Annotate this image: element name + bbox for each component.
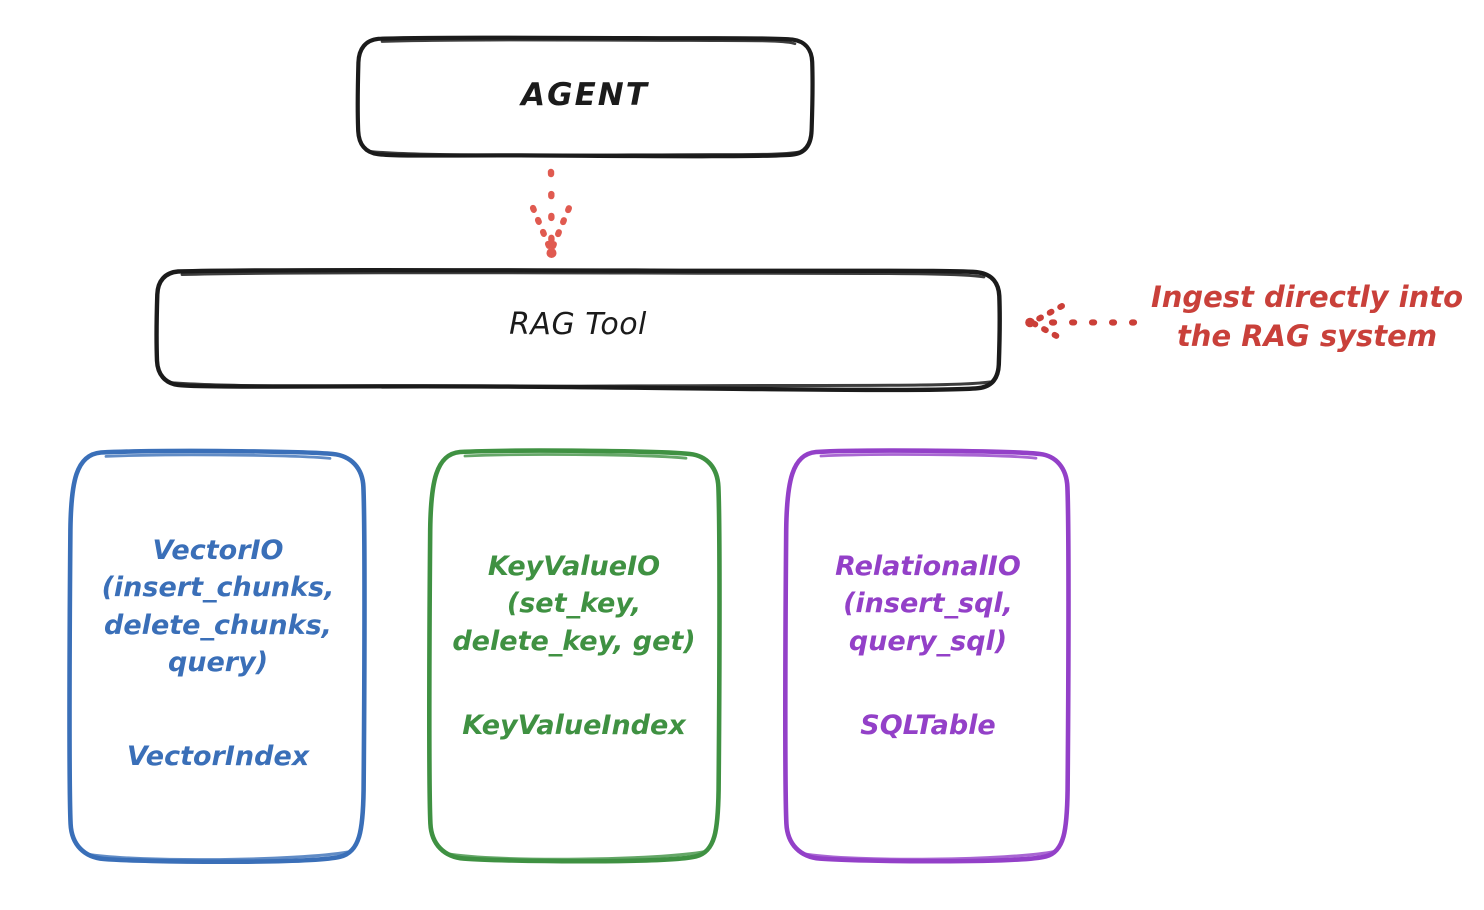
agent-node[interactable] — [355, 35, 815, 159]
agent-ragtool-arrowhead — [529, 204, 573, 260]
key-value-io-box-outline — [427, 448, 722, 864]
agent-ragtool-dotted-line — [547, 168, 555, 254]
relational-io-node[interactable] — [783, 448, 1071, 864]
edge-agent-to-ragtool — [529, 168, 573, 260]
ingest-arrowhead — [1025, 303, 1065, 342]
key-value-io-box-sketch-overstroke-bottom — [444, 850, 707, 861]
agent-box-outline — [355, 35, 815, 159]
rag-tool-box-outline — [154, 267, 1002, 393]
vector-io-box-outline — [67, 448, 367, 865]
vector-io-box-sketch-overstroke — [104, 453, 332, 460]
key-value-io-box-sketch-overstroke — [463, 453, 688, 460]
edge-ingest-to-ragtool — [1025, 303, 1138, 342]
ingest-arrow-tip — [1025, 317, 1035, 328]
rag-tool-box-sketch-overstroke-bottom — [168, 380, 992, 389]
vector-io-box-sketch-overstroke-bottom — [84, 850, 350, 862]
rag-tool-box-sketch-overstroke-top — [180, 271, 986, 279]
relational-io-box-outline — [783, 448, 1071, 864]
relational-io-box-sketch-overstroke — [819, 453, 1038, 460]
agent-ragtool-arrow-tip — [546, 248, 557, 258]
relational-io-box-sketch-overstroke-bottom — [800, 850, 1056, 861]
vector-io-node[interactable] — [67, 448, 367, 865]
key-value-io-node[interactable] — [427, 448, 722, 864]
agent-box-sketch-overstroke — [380, 38, 797, 46]
rag-tool-node[interactable] — [154, 267, 1002, 393]
agent-box-sketch-overstroke-bottom — [369, 149, 804, 157]
